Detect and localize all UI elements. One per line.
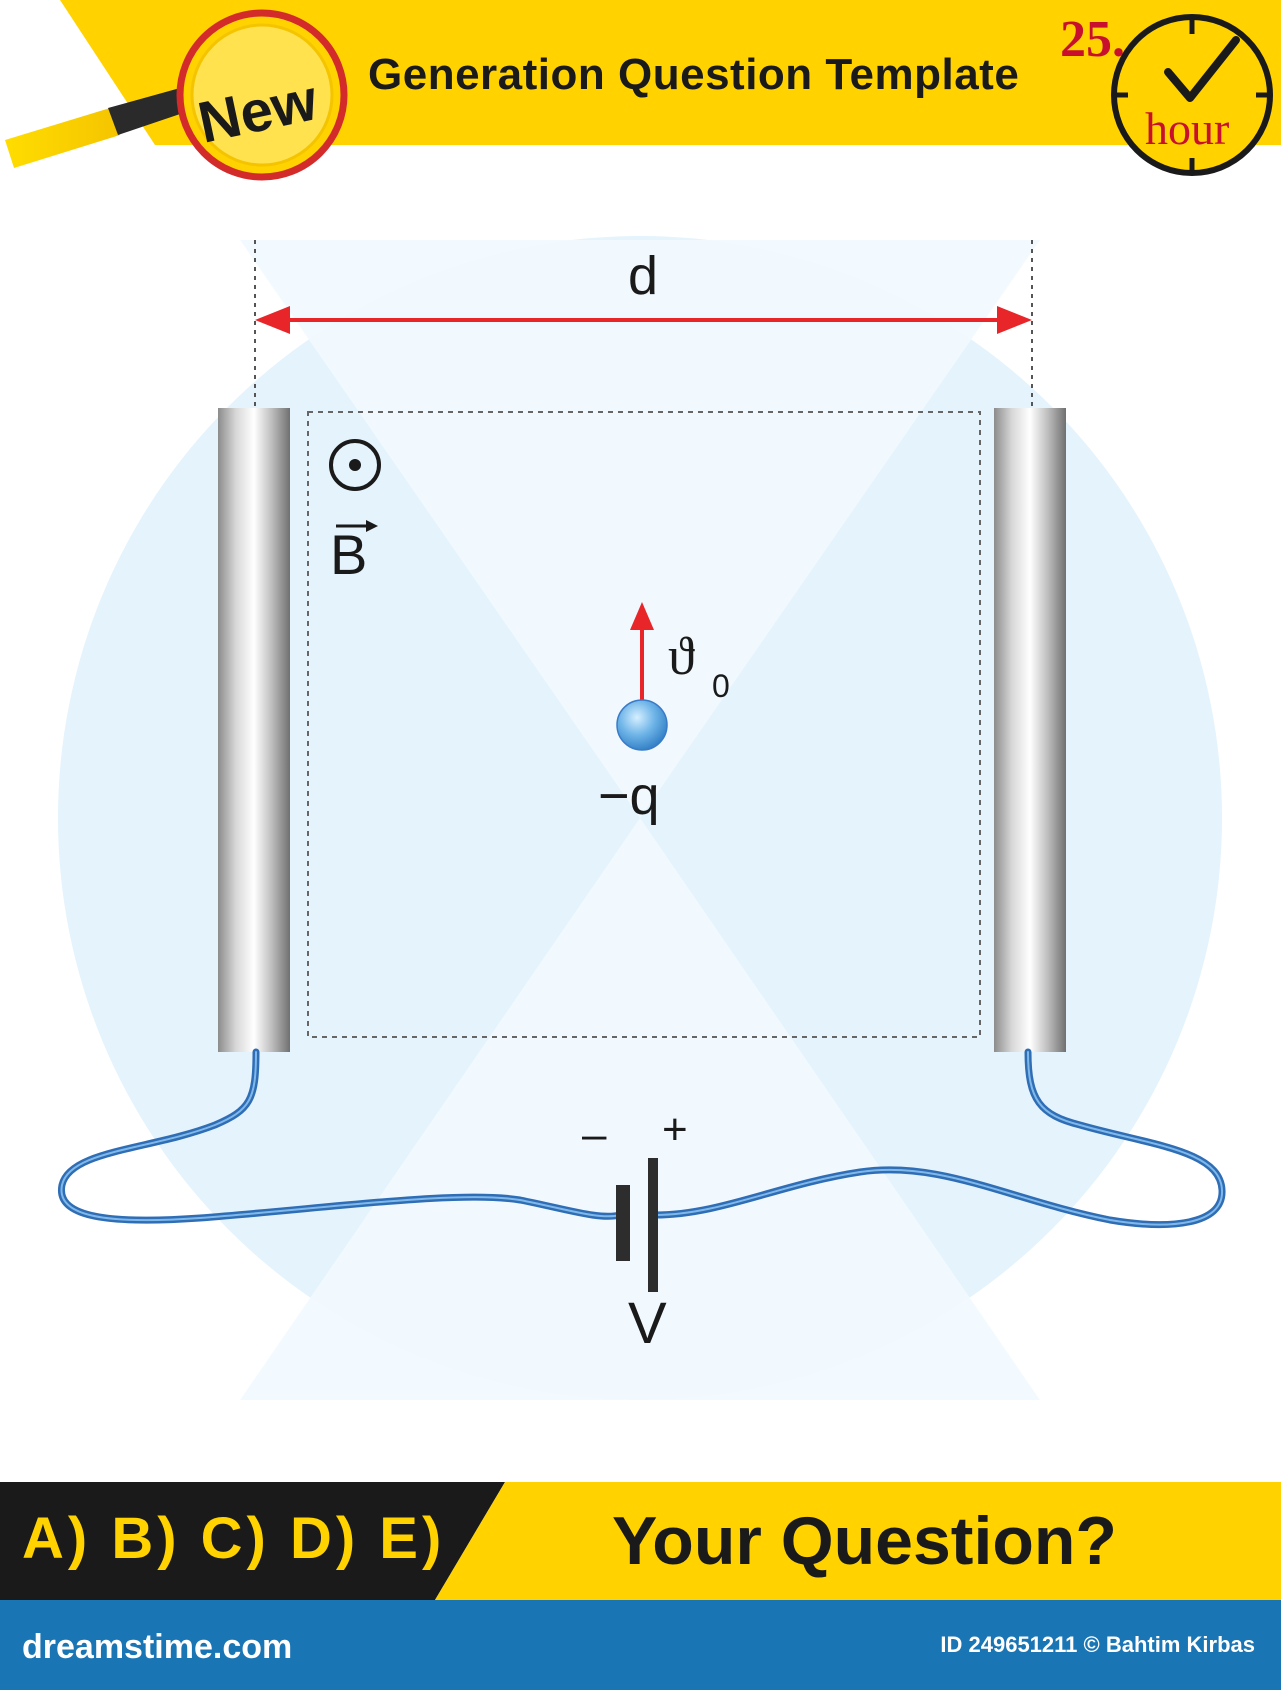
light-triangle-bottom <box>240 818 1040 1400</box>
pen-tip <box>108 88 186 135</box>
magnifier-inner <box>190 23 334 167</box>
charge-label: −q <box>598 766 660 826</box>
light-triangle-top <box>240 240 1040 818</box>
question-prompt: Your Question? <box>612 1503 1117 1579</box>
battery-positive-plate <box>648 1158 658 1292</box>
pen-handle <box>5 108 120 168</box>
velocity-symbol: ϑ <box>668 626 695 686</box>
dimension-arrowhead-right <box>997 306 1032 334</box>
battery-plus-sign: + <box>662 1105 688 1154</box>
charge-particle <box>616 699 668 751</box>
vector-arrowhead <box>366 520 378 532</box>
wire-left-highlight <box>60 1051 621 1222</box>
dimension-arrowhead-left <box>255 306 290 334</box>
page-title: Generation Question Template <box>368 50 1020 99</box>
question-band <box>435 1482 1281 1600</box>
field-region <box>307 411 981 1038</box>
watermark-band <box>0 1600 1281 1690</box>
battery-negative-plate <box>616 1185 630 1261</box>
field-out-of-page-icon <box>329 439 381 491</box>
watermark-logo: dreamstime.com <box>22 1628 293 1666</box>
answers-band <box>0 1482 505 1600</box>
distance-label: d <box>628 246 659 306</box>
image-credit: ID 249651211 © Bahtim Kirbas <box>940 1632 1255 1657</box>
check-icon <box>1164 36 1240 102</box>
header-band <box>60 0 1281 145</box>
velocity-subscript: 0 <box>712 668 730 704</box>
right-plate <box>994 408 1066 1052</box>
velocity-arrowhead <box>630 602 654 630</box>
voltage-label: V <box>628 1291 667 1356</box>
left-plate <box>218 408 290 1052</box>
hour-number: 25. <box>1060 11 1125 68</box>
field-label: B <box>330 523 368 586</box>
battery-minus-sign: – <box>582 1110 607 1159</box>
answer-options: A) B) C) D) E) <box>22 1506 446 1571</box>
field-dot <box>349 459 361 471</box>
wire-right-highlight <box>654 1051 1224 1226</box>
hour-label: hour <box>1145 103 1230 154</box>
